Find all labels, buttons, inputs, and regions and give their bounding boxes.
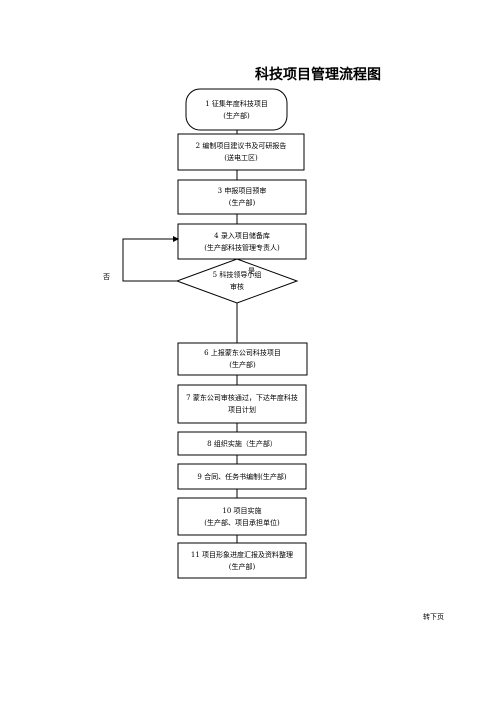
node-9: 9 合同、任务书编制(生产部) [178,464,306,489]
edge-label-yes: 是 [248,267,255,275]
node-6-shape [177,342,308,376]
node-11-line1: 11 项目形象进度汇报及资料整理 [190,550,294,559]
node-3-line1: 3 申报项目预审 [217,187,267,195]
node-1-line1: 1 征集年度科技项目 [205,99,268,108]
node-5-line2: 审核 [230,283,244,291]
node-10-shape [177,497,307,536]
node-8: 8 组织实施（生产部） [178,432,306,455]
diagram-title: 科技项目管理流程图 [255,67,381,83]
node-5-line1: 5 科技领导小组 [212,271,262,279]
node-2-line1: 2 编制项目建议书及可研报告 [195,142,287,150]
node-3-line2: (生产部) [228,199,256,207]
node-4-line2: (生产部科技管理专责人) [204,243,280,252]
node-7-line1: 7 蒙东公司审核通过，下达年度科技 [186,394,298,402]
node-3: 3 申报项目预审 (生产部) [178,180,306,214]
node-9-line1: 9 合同、任务书编制(生产部) [197,472,287,481]
node-6-line2: (生产部) [229,361,256,369]
node-6-line1: 6 上报蒙东公司科技项目 [204,349,281,357]
node-4: 4 录入项目储备库 (生产部科技管理专责人) [178,224,306,259]
node-8-shape [177,431,307,456]
node-10-line1: 10 项目实施 [222,506,262,515]
node-11-shape [177,542,307,579]
node-7-line2: 项目计划 [228,406,256,414]
edge-label-no: 否 [103,273,110,281]
node-11-line2: (生产部) [228,562,256,571]
node-4-line1: 4 录入项目储备库 [214,231,270,240]
node-10-line2: (生产部、项目承担单位) [204,518,280,527]
node-1-line2: (生产部) [223,111,250,120]
node-2-shape [177,133,305,171]
node-5: 5 科技领导小组 审核 [177,259,297,303]
node-7-shape [177,384,307,424]
node-9-shape [177,463,307,490]
edge-5-4-loop [122,236,179,282]
node-3-shape [177,179,307,215]
node-11: 11 项目形象进度汇报及资料整理 (生产部) [178,543,306,578]
node-8-line1: 8 组织实施（生产部） [207,439,277,448]
node-2: 2 编制项目建议书及可研报告 (送电工区) [178,134,304,170]
node-2-line2: (送电工区) [224,154,258,162]
node-7: 7 蒙东公司审核通过，下达年度科技 项目计划 [178,385,306,423]
continued-next-page: 转下页 [423,613,444,621]
node-6: 6 上报蒙东公司科技项目 (生产部) [178,343,307,375]
node-10: 10 项目实施 (生产部、项目承担单位) [178,498,306,535]
node-1: 1 征集年度科技项目 (生产部) [186,89,287,130]
